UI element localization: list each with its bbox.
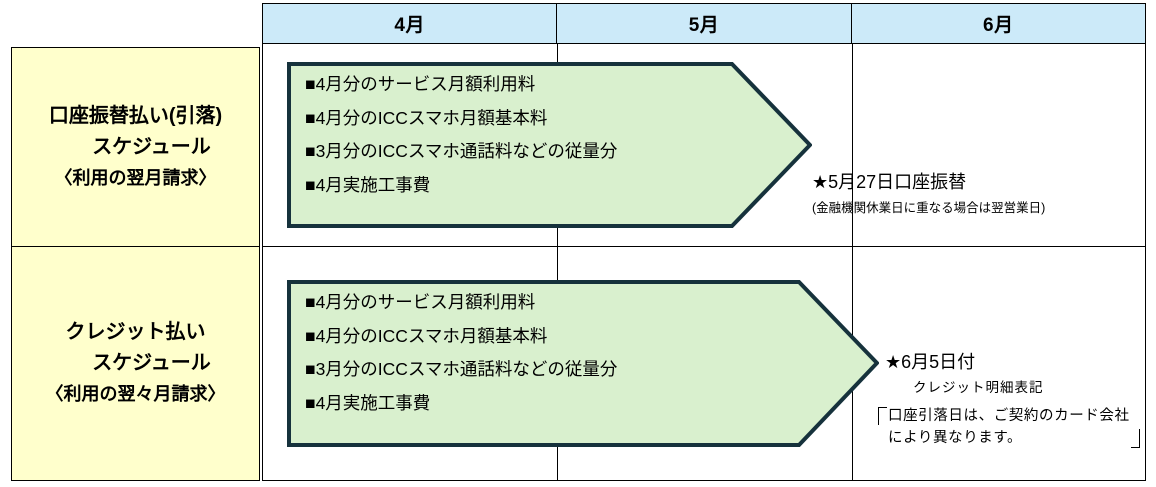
row-label-line3: 〈利用の翌月請求〉 — [54, 167, 217, 188]
billing-arrow-direct-debit: ■4月分のサービス月額利用料 ■4月分のICCスマホ月額基本料 ■3月分のICC… — [287, 62, 812, 228]
month-header-cell-june: 6月 — [983, 15, 1014, 36]
caution-line-2-row: により異なります。 — [878, 427, 1140, 449]
row-label-line2: スケジュール — [92, 352, 211, 375]
row-label-line1: 口座振替払い(引落) — [48, 104, 223, 127]
arrow-shape-icon — [287, 62, 812, 228]
arrow-shape-icon — [287, 280, 879, 447]
note-star-line: ★5月27日口座振替 — [812, 172, 967, 192]
caution-line-1-row: 口座引落日は、ご契約のカード会社 — [878, 405, 1140, 427]
row-label-direct-debit: 口座振替払い(引落) スケジュール 〈利用の翌月請求〉 — [11, 47, 260, 247]
arrow-item: ■4月分のサービス月額利用料 — [305, 74, 536, 94]
arrow-item: ■4月分のICCスマホ月額基本料 — [305, 107, 548, 128]
payment-note-credit-card: ★6月5日付 クレジット明細表記 — [885, 352, 1044, 397]
column-divider-april-may — [557, 44, 558, 480]
billing-arrow-credit-card: ■4月分のサービス月額利用料 ■4月分のICCスマホ月額基本料 ■3月分のICC… — [287, 280, 879, 447]
row-label-line2: スケジュール — [92, 135, 211, 158]
note-sub-line: (金融機関休業日に重なる場合は翌営業日) — [812, 200, 1046, 215]
column-divider-may-june — [852, 44, 853, 480]
arrow-item-list: ■4月分のサービス月額利用料 ■4月分のICCスマホ月額基本料 ■3月分のICC… — [305, 292, 879, 413]
note-sub-line: クレジット明細表記 — [913, 379, 1044, 395]
note-star-line: ★6月5日付 — [885, 352, 976, 372]
caution-line-1: 口座引落日は、ご契約のカード会社 — [888, 408, 1130, 424]
close-bracket-icon — [1130, 427, 1140, 449]
row-label-credit-card: クレジット払い スケジュール 〈利用の翌々月請求〉 — [11, 246, 260, 481]
month-header-cell-may: 5月 — [557, 4, 852, 43]
payment-note-direct-debit: ★5月27日口座振替 (金融機関休業日に重なる場合は翌営業日) — [812, 172, 1045, 216]
open-bracket-icon — [878, 405, 888, 427]
arrow-item-list: ■4月分のサービス月額利用料 ■4月分のICCスマホ月額基本料 ■3月分のICC… — [305, 74, 812, 195]
month-header-cell-april: 4月 — [263, 4, 558, 43]
caution-spacer — [1130, 405, 1140, 427]
arrow-item: ■4月分のICCスマホ月額基本料 — [305, 325, 548, 346]
arrow-item: ■4月分のサービス月額利用料 — [305, 292, 536, 312]
arrow-item: ■4月実施工事費 — [305, 392, 431, 413]
arrow-item: ■3月分のICCスマホ通話料などの従量分 — [305, 359, 618, 379]
table-body-frame — [262, 44, 1146, 481]
row-divider — [262, 246, 1146, 247]
credit-card-caution-note: 口座引落日は、ご契約のカード会社 により異なります。 — [878, 405, 1140, 450]
month-header-row: 4月 5月 6月 — [262, 3, 1146, 44]
arrow-item: ■4月実施工事費 — [305, 174, 431, 195]
row-label-line3: 〈利用の翌々月請求〉 — [45, 384, 226, 405]
arrow-item: ■3月分のICCスマホ通話料などの従量分 — [305, 141, 618, 161]
row-label-line1: クレジット払い — [65, 321, 206, 344]
caution-line-2: により異なります。 — [888, 430, 1023, 447]
